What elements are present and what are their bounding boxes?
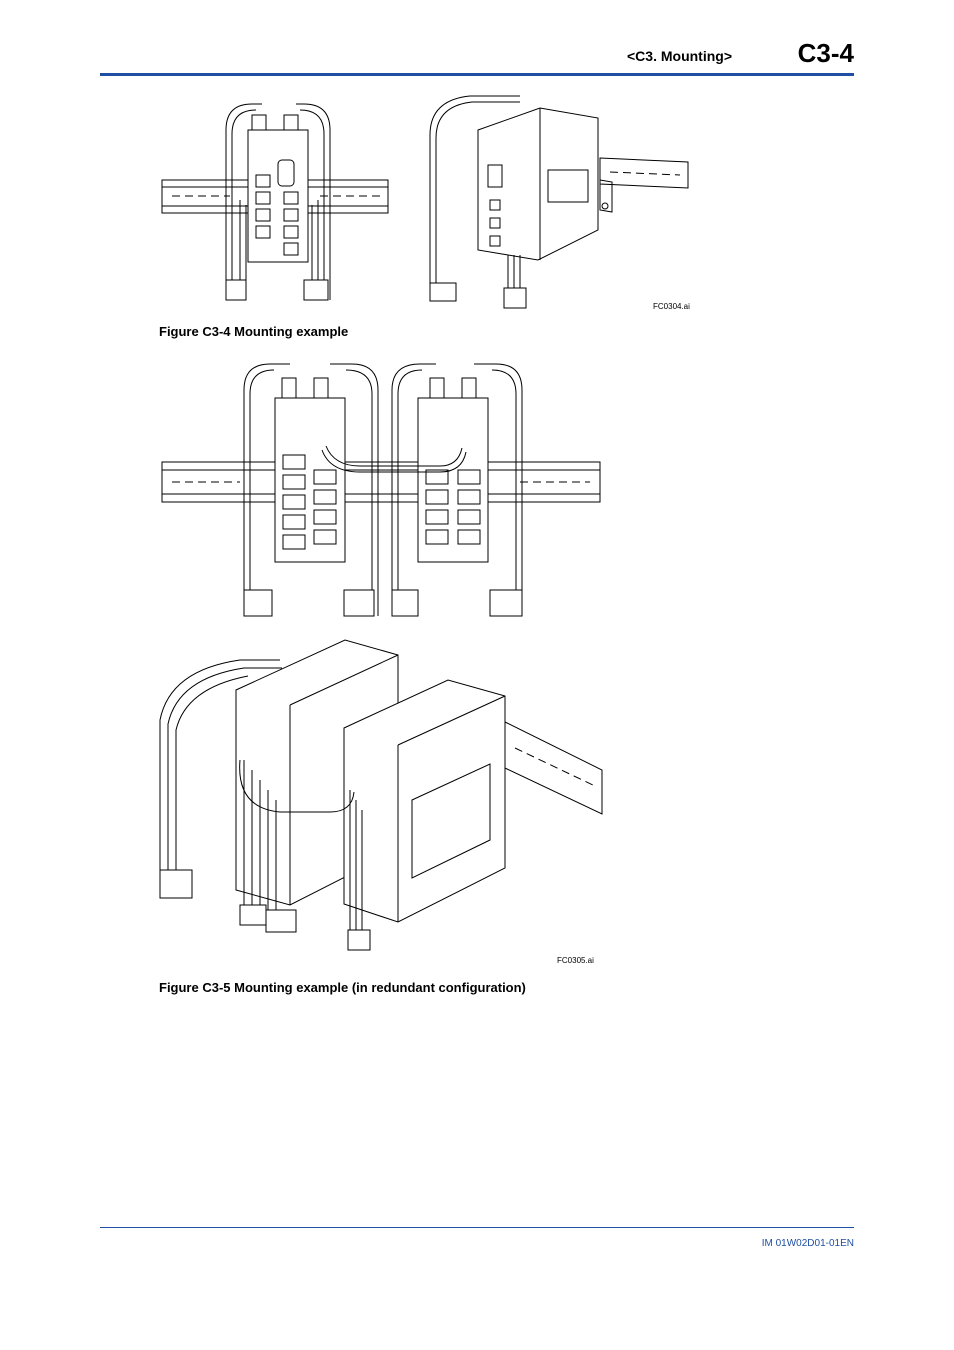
figure-file-id: FC0305.ai bbox=[557, 956, 594, 965]
footer-rule bbox=[100, 1227, 854, 1228]
header-rule bbox=[100, 73, 854, 76]
fig-c3-5-isometric-view bbox=[159, 639, 603, 951]
footer-document-id: IM 01W02D01-01EN bbox=[761, 1238, 854, 1249]
fig-c3-4-side-view bbox=[429, 95, 689, 309]
fig-c3-5-front-view bbox=[161, 363, 601, 617]
fig-c3-4-front-view bbox=[161, 103, 389, 301]
header-section-title: <C3. Mounting> bbox=[627, 48, 732, 64]
figure-file-id: FC0304.ai bbox=[653, 302, 690, 311]
figure-caption: Figure C3-5 Mounting example (in redunda… bbox=[159, 980, 526, 995]
header-page-number: C3-4 bbox=[797, 38, 854, 68]
figure-caption: Figure C3-4 Mounting example bbox=[159, 324, 349, 339]
